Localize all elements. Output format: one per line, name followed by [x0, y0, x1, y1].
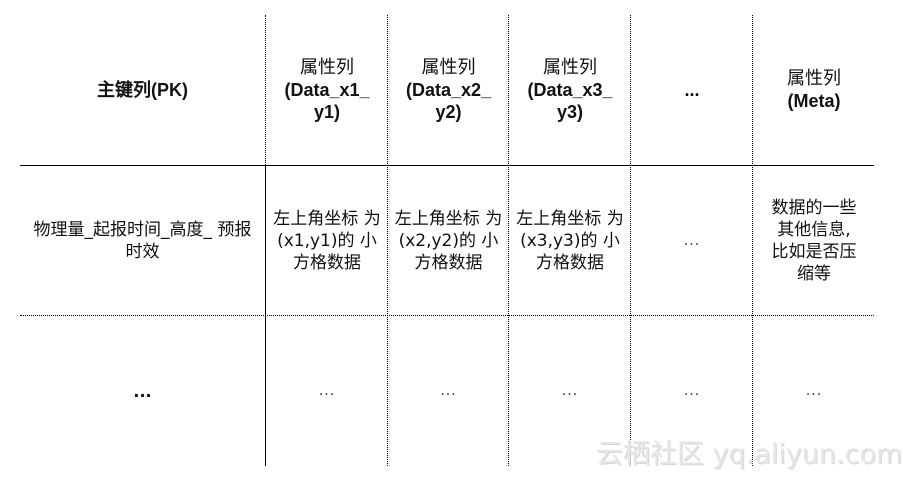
header-ellipsis-label: ... — [684, 80, 700, 100]
row2-meta-cell: ... — [754, 316, 874, 466]
row1-meta-cell: 数据的一些 其他信息, 比如是否压 缩等 — [754, 166, 874, 315]
column-divider — [630, 15, 631, 466]
row1-data-text: 左上角坐标 为(x1,y1)的 小方格数据 — [273, 208, 381, 273]
header-en-label: (Data_x3_ y3) — [527, 80, 613, 122]
row2-pk-cell: ... — [20, 316, 265, 466]
row2-pk-text: ... — [133, 381, 152, 401]
header-pk: 主键列(PK) — [20, 15, 265, 165]
row2-data-text: ... — [318, 383, 336, 399]
header-cn-label: 属性列 — [300, 57, 354, 78]
row2-data-x3-y3-cell: ... — [510, 316, 630, 466]
watermark: 云栖社区 yq.aliyun.com — [596, 439, 903, 470]
row1-data-x2-y2-cell: 左上角坐标 为(x2,y2)的 小方格数据 — [389, 166, 508, 315]
header-data-x2-y2: 属性列 (Data_x2_ y2) — [389, 15, 508, 165]
row2-data-x1-y1-cell: ... — [267, 316, 387, 466]
row-divider — [20, 315, 874, 316]
header-en-label: (Data_x1_ y1) — [284, 80, 370, 122]
header-data-x1-y1: 属性列 (Data_x1_ y1) — [267, 15, 387, 165]
column-divider — [752, 15, 753, 466]
row1-data-text: 左上角坐标 为(x3,y3)的 小方格数据 — [516, 208, 624, 273]
header-divider — [20, 165, 874, 166]
row2-data-text: ... — [440, 383, 457, 399]
row1-pk-cell: 物理量_起报时间_高度_ 预报时效 — [20, 166, 265, 315]
header-cn-label: 属性列 — [543, 57, 597, 78]
header-cn-label: 属性列 — [787, 68, 841, 89]
row2-ellipsis-cell: ... — [632, 316, 752, 466]
header-cn-label: 属性列 — [421, 57, 476, 78]
row1-data-x1-y1-cell: 左上角坐标 为(x1,y1)的 小方格数据 — [267, 166, 387, 315]
column-divider-pk-top — [265, 15, 266, 165]
column-divider — [387, 15, 388, 466]
row1-data-text: 左上角坐标 为(x2,y2)的 小方格数据 — [394, 208, 503, 273]
row1-ellipsis-text: ... — [683, 232, 701, 249]
row2-data-x2-y2-cell: ... — [389, 316, 508, 466]
header-pk-label: 主键列(PK) — [97, 80, 188, 100]
row2-ellipsis-text: ... — [683, 383, 701, 399]
header-meta: 属性列 (Meta) — [754, 15, 874, 165]
row1-ellipsis-cell: ... — [632, 166, 752, 315]
row1-data-x3-y3-cell: 左上角坐标 为(x3,y3)的 小方格数据 — [510, 166, 630, 315]
header-ellipsis: ... — [632, 15, 752, 165]
header-en-label: (Meta) — [787, 91, 841, 111]
row2-meta-text: ... — [805, 383, 823, 399]
row1-pk-text: 物理量_起报时间_高度_ 预报时效 — [33, 219, 252, 262]
column-divider — [508, 15, 509, 466]
row1-meta-text: 数据的一些 其他信息, 比如是否压 缩等 — [771, 197, 857, 284]
header-data-x3-y3: 属性列 (Data_x3_ y3) — [510, 15, 630, 165]
header-en-label: (Data_x2_ y2) — [405, 80, 492, 122]
column-divider-pk — [265, 165, 266, 466]
row2-data-text: ... — [561, 383, 579, 399]
